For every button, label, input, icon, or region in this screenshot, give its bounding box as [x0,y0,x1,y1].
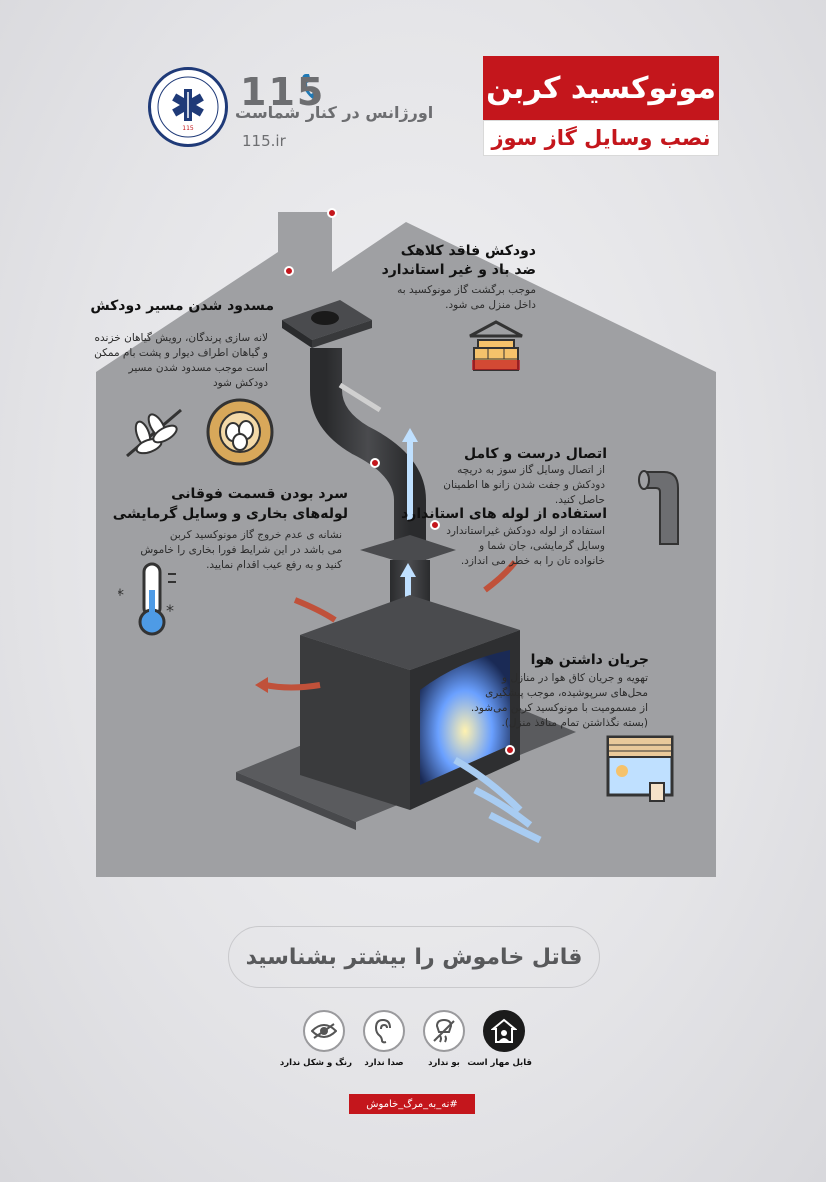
marker-dot [430,520,440,530]
open-window-icon [606,735,674,802]
ear-icon [363,1010,405,1052]
property-item: قابل مهار است [467,1010,532,1068]
page-subtitle: نصب وسایل گاز سوز [483,120,719,156]
callout-title: استفاده از لوله های استاندارد [401,506,607,522]
callout-title: دودکش فاقد کلاهک [400,243,536,259]
callout-title: اتصال درست و کامل [464,446,607,462]
page-title: مونوکسید کربن [483,56,719,120]
marker-dot [505,745,515,755]
hashtag-badge: #نه_به_مرگ_خاموش [349,1094,475,1114]
title-block: مونوکسید کربن نصب وسایل گاز سوز [483,56,719,156]
property-item: رنگ و شکل ندارد [280,1010,352,1068]
property-item: بو ندارد [416,1010,472,1068]
properties-row: رنگ و شکل ندارد صدا ندارد بو ندارد قابل … [280,1010,532,1068]
house-shield-icon [483,1010,525,1052]
emergency-logo: 115 [148,67,228,147]
logo-number: 115 [182,125,194,132]
phone-icon [300,72,322,106]
stove-illustration [255,300,542,844]
leaf-icon [126,408,182,458]
footer-slogan: قاتل خاموش را بیشتر بشناسید [245,944,583,970]
marker-dot [370,458,380,468]
brand-url[interactable]: 115.ir [242,132,286,150]
callout-title: سرد بودن قسمت فوقانی [171,486,348,502]
callout-title: لوله‌های بخاری و وسایل گرمایشی [112,506,348,522]
brand-number: 115 [240,70,326,114]
property-item: صدا ندارد [356,1010,412,1068]
callout-title: ضد باد و غیر استاندارد [381,262,536,278]
callout-title: مسدود شدن مسیر دودکش [90,298,274,314]
slogan-pill: قاتل خاموش را بیشتر بشناسید [228,926,600,988]
no-smell-icon [423,1010,465,1052]
star-of-life-icon: 115 [157,76,219,138]
callout-title: جریان داشتن هوا [530,652,649,668]
pipe-elbow-icon [638,470,679,545]
thermometer-icon: * * [118,562,176,636]
svg-text:*: * [166,601,174,620]
brand-slogan: اورژانس در کنار شماست [235,103,434,122]
svg-text:*: * [118,585,124,604]
marker-dot [284,266,294,276]
marker-dot [327,208,337,218]
bird-nest-icon [206,398,274,466]
eye-icon [303,1010,345,1052]
chimney-cap-icon [469,320,523,371]
